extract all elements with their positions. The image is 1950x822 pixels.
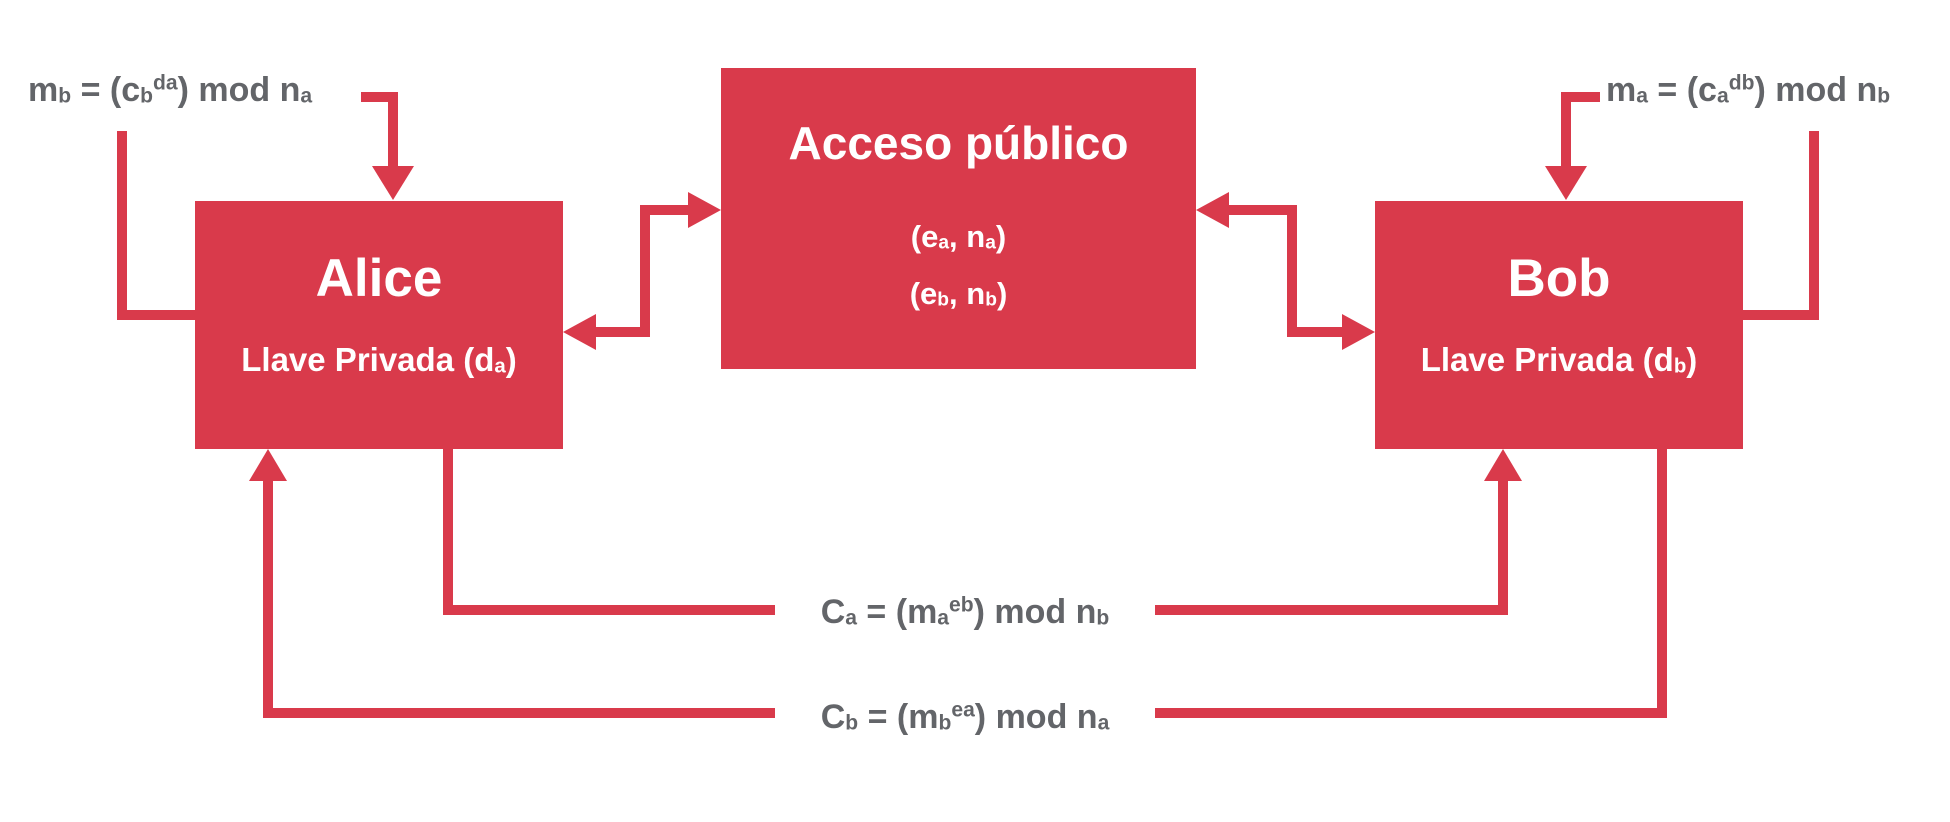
line-alice-public-v	[640, 205, 650, 337]
bob-title: Bob	[1507, 249, 1611, 308]
line-bob-output-h	[1743, 310, 1819, 320]
formula-cipher-from-alice: Ca = (maeb) mod nb	[820, 593, 1110, 631]
line-cb-h-left	[263, 708, 775, 718]
line-cb-from-bob-v	[1657, 449, 1667, 718]
line-bob-public-lower-h	[1297, 327, 1343, 337]
arrowhead-right-into-public-icon	[688, 192, 721, 228]
arrowhead-right-into-bob-icon	[1342, 314, 1375, 350]
arrowhead-up-into-alice-icon	[249, 449, 287, 481]
formula-cipher-from-bob: Cb = (mbea) mod na	[820, 698, 1110, 736]
line-bob-output-v	[1809, 131, 1819, 320]
line-alice-public-lower-h	[596, 327, 650, 337]
bob-private-key-label: Llave Privada (db)	[1420, 341, 1698, 378]
formula-decrypt-by-bob: ma = (cadb) mod nb	[1606, 71, 1891, 109]
line-bob-public-v	[1287, 205, 1297, 337]
line-mb-elbow-h	[361, 92, 398, 102]
alice-box: Alice Llave Privada (da)	[195, 201, 563, 449]
public-access-title: Acceso público	[788, 117, 1129, 169]
line-ca-to-bob-v	[1498, 479, 1508, 615]
line-alice-output-h	[117, 310, 197, 320]
public-access-box: Acceso público (ea, na) (eb, nb)	[721, 68, 1196, 369]
arrowhead-down-into-alice-icon	[372, 166, 414, 200]
bob-box: Bob Llave Privada (db)	[1375, 201, 1743, 449]
line-alice-output-v	[117, 131, 127, 320]
line-ca-h-right	[1155, 605, 1508, 615]
public-key-alice: (ea, na)	[910, 219, 1007, 254]
line-ma-elbow-v	[1561, 92, 1571, 168]
line-bob-public-upper-h	[1228, 205, 1297, 215]
line-ca-h-left	[443, 605, 775, 615]
line-cb-h-right	[1155, 708, 1667, 718]
arrowhead-left-into-alice-icon	[563, 314, 596, 350]
arrowhead-down-into-bob-icon	[1545, 166, 1587, 200]
line-alice-public-upper-h	[640, 205, 690, 215]
line-ma-elbow-h	[1562, 92, 1600, 102]
formula-decrypt-by-alice: mb = (cbda) mod na	[28, 71, 313, 109]
line-mb-elbow-v	[388, 92, 398, 168]
arrowhead-left-into-public-icon	[1196, 192, 1229, 228]
alice-title: Alice	[315, 249, 443, 308]
alice-private-key-label: Llave Privada (da)	[241, 341, 517, 378]
line-cb-to-alice-v	[263, 479, 273, 718]
arrowhead-up-into-bob-icon	[1484, 449, 1522, 481]
public-key-bob: (eb, nb)	[909, 275, 1008, 311]
line-ca-from-alice-v	[443, 449, 453, 615]
